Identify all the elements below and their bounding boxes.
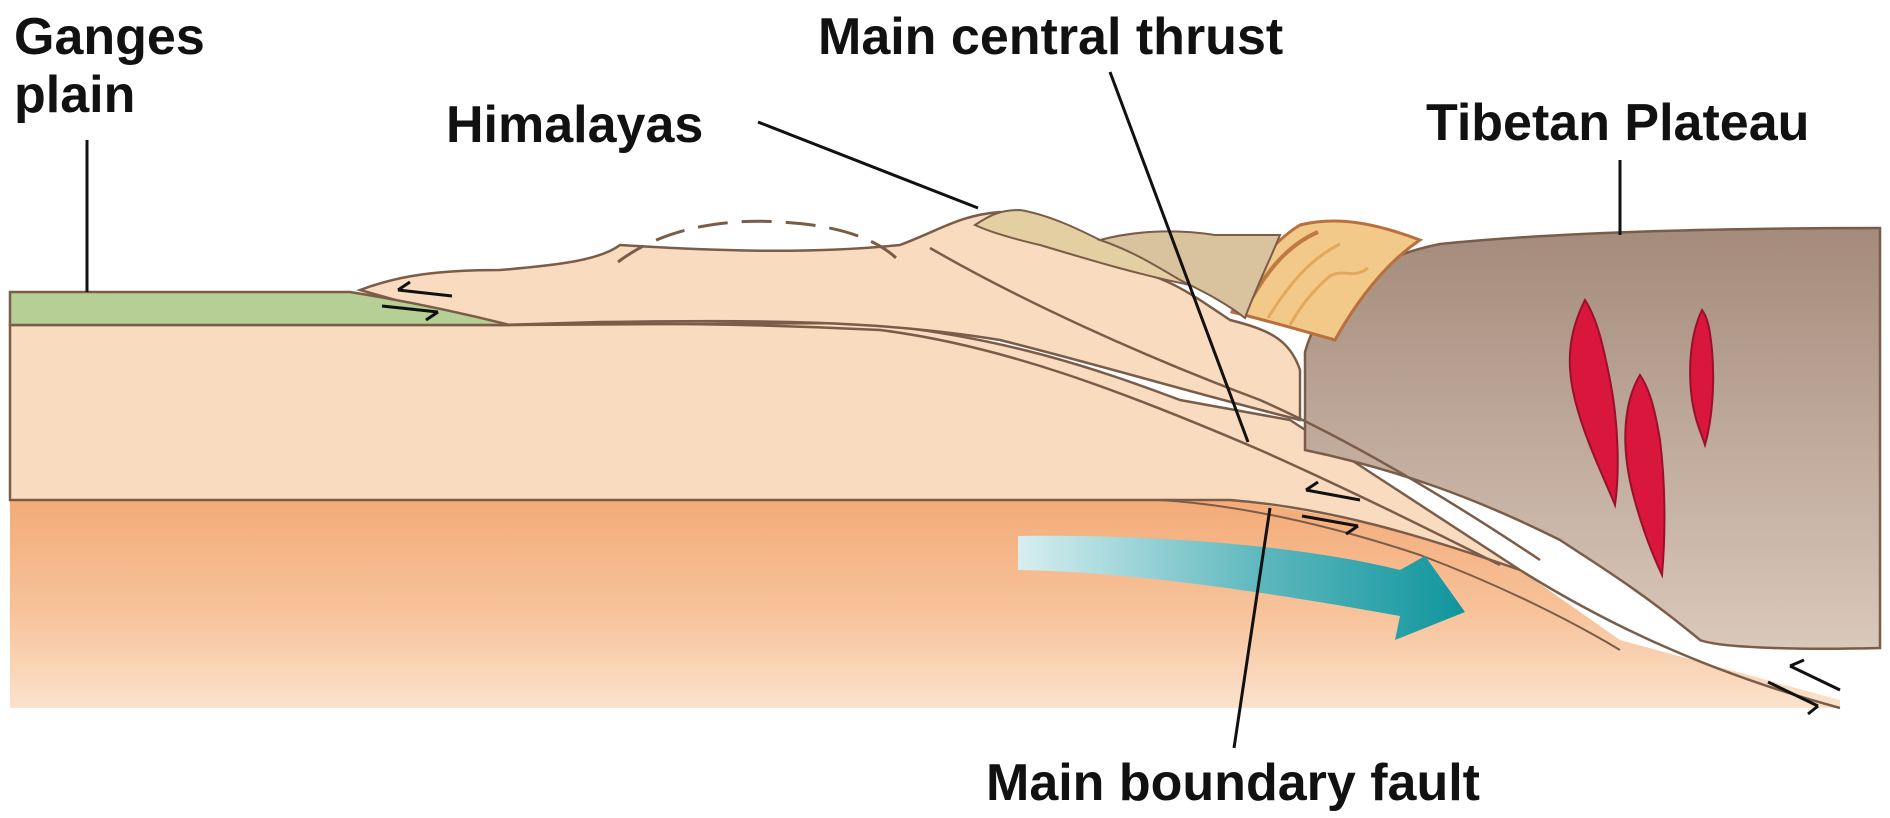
himalayas-label: Himalayas: [446, 96, 703, 154]
tibetan-plateau-label: Tibetan Plateau: [1426, 94, 1809, 152]
main-boundary-fault-label: Main boundary fault: [986, 754, 1480, 812]
ganges-plain-label: Ganges plain: [14, 8, 274, 124]
main-central-thrust-label: Main central thrust: [818, 8, 1283, 66]
himalayas-leader-line: [758, 122, 978, 208]
